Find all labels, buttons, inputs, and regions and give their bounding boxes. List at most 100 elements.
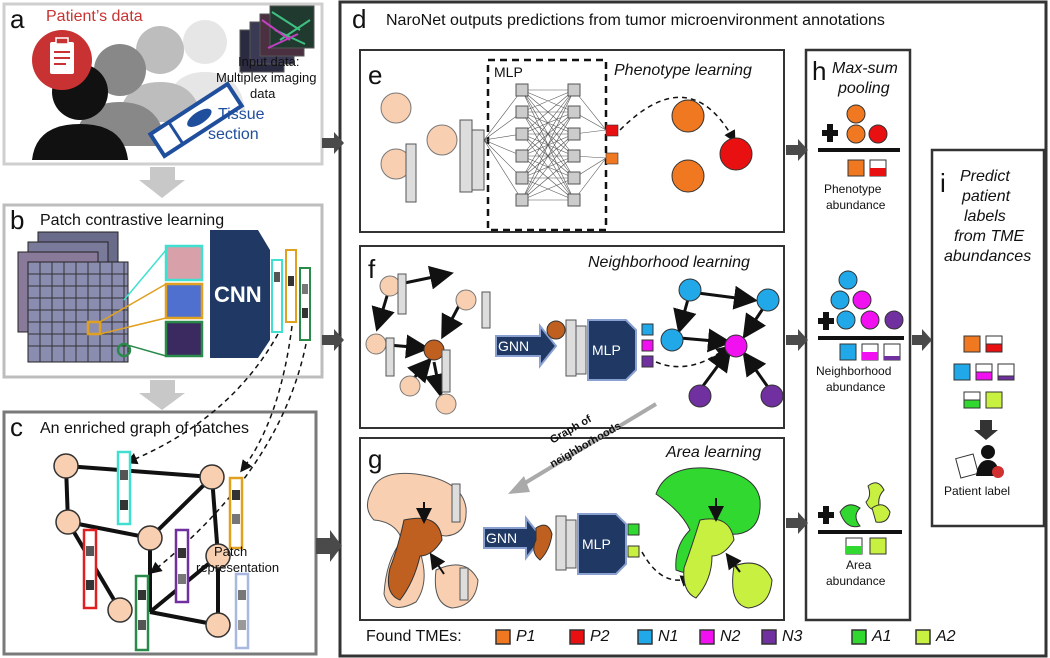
area-abundance-label-2: abundance [826, 574, 886, 588]
neighborhood-input-graph [365, 265, 491, 415]
gnn-block-f [495, 323, 558, 369]
phenotype-output-nodes [671, 99, 753, 193]
mlp-label-g: MLP [582, 536, 611, 552]
panel-h-title-2: pooling [838, 80, 890, 97]
dark-right-arrows [316, 132, 932, 562]
legend-item-a2: A2 [936, 628, 956, 645]
phenotype-feature-vectors [405, 119, 485, 203]
panel-letter-d: d [352, 4, 367, 34]
panel-i-title-4: from TME [954, 228, 1025, 245]
clipboard-icon [32, 30, 92, 90]
panel-letter-h: h [812, 56, 827, 86]
neighborhood-abundance-label-2: abundance [826, 380, 886, 394]
graph-of-neighborhoods-arrow [518, 402, 658, 488]
gnn-g-output-area [533, 524, 553, 561]
tissue-slide-icon [147, 81, 245, 159]
mlp-dashed-box [486, 58, 608, 232]
panel-b-border [2, 203, 324, 379]
representation-label: representation [196, 560, 280, 575]
section-label: section [208, 126, 259, 143]
panel-b-title: Patch contrastive learning [40, 212, 225, 229]
panel-f-title: Neighborhood learning [588, 254, 750, 271]
neighborhood-abundance-label-1: Neighborhood [816, 364, 892, 378]
mlp-g-outputs [627, 523, 640, 558]
gnn-label-f: GNN [498, 338, 530, 354]
neighborhood-output-graph [660, 278, 784, 408]
mlp-label-f: MLP [592, 342, 621, 358]
gnn-f-output-vector [565, 319, 587, 377]
panel-h-title-1: Max-sum [832, 60, 898, 77]
multiplex-imaging-label: Multiplex imaging [216, 70, 317, 85]
input-data-label: Input data: [238, 54, 300, 69]
patient-label-icon [955, 445, 1004, 479]
phenotype-input-nodes [380, 92, 458, 180]
area-output [655, 467, 773, 609]
phenotype-abundance-label-1: Phenotype [824, 182, 882, 196]
legend-item-n1: N1 [658, 628, 679, 645]
legend-item-a1: A1 [872, 628, 892, 645]
mlp-block-g [577, 513, 627, 575]
panel-e-border [359, 49, 785, 233]
legend-swatches [495, 629, 931, 645]
legend-label: Found TMEs: [366, 628, 462, 645]
phenotype-dashed-arrow [619, 96, 736, 143]
mlp-f-outputs [641, 323, 654, 368]
panel-i-title-5: abundances [944, 248, 1032, 265]
down-arrow-icon [974, 420, 998, 440]
legend-item-n3: N3 [782, 628, 803, 645]
patch-representation-vectors [82, 450, 250, 652]
phenotype-abundance-label-2: abundance [826, 198, 886, 212]
mlp-block-f [587, 319, 637, 381]
panel-i-title-2: patient [962, 188, 1011, 205]
panel-i-title-3: labels [964, 208, 1006, 225]
area-pooling [818, 482, 902, 555]
phenotype-pooling [818, 104, 900, 177]
panel-e-title: Phenotype learning [614, 62, 752, 79]
panel-letter-c: c [10, 412, 23, 442]
legend-item-p2: P2 [590, 628, 610, 645]
patient-label-text: Patient label [944, 484, 1011, 498]
panel-d-border [338, 0, 1048, 658]
patients-data-label: Patient’s data [46, 8, 143, 25]
panel-letter-a: a [10, 4, 25, 34]
panel-f-border [359, 245, 785, 429]
patient-silhouettes [32, 20, 245, 160]
cnn-label: CNN [214, 282, 262, 307]
panel-letter-f: f [368, 254, 376, 284]
panel-h-border [804, 48, 912, 622]
panel-letter-i: i [940, 168, 946, 198]
panel-d-title: NaroNet outputs predictions from tumor m… [386, 12, 885, 29]
data-label: data [250, 86, 276, 101]
panel-letter-g: g [368, 444, 383, 474]
panel-letter-b: b [10, 205, 25, 235]
legend-item-p1: P1 [516, 628, 536, 645]
panel-letter-e: e [368, 60, 383, 90]
patch-grid-stack [17, 231, 132, 363]
panel-c-border [2, 410, 318, 656]
gray-down-arrows [139, 167, 185, 410]
patch-label: Patch [214, 544, 248, 559]
multiplex-image-stack [239, 5, 315, 73]
patch-graph [53, 453, 231, 638]
gnn-f-output-node [546, 320, 566, 340]
tissue-label: Tissue [218, 106, 265, 123]
cnn-to-graph-dashed-arrows [125, 325, 307, 574]
neighborhood-pooling [818, 270, 904, 361]
cnn-output-vectors [271, 249, 311, 341]
panel-g-title: Area learning [666, 444, 762, 461]
cnn-block [210, 230, 270, 358]
neighborhood-dashed-arrow [655, 346, 729, 368]
area-abundance-label-1: Area [846, 558, 872, 572]
panel-a-border [2, 2, 324, 166]
augmented-patches [99, 244, 204, 358]
area-input [367, 472, 479, 609]
panel-g-border [359, 437, 785, 621]
gnn-label-g: GNN [486, 530, 518, 546]
gnn-g-output-vector [555, 515, 577, 571]
panel-i-border [930, 148, 1046, 528]
aggregated-abundances [953, 335, 1015, 409]
panel-i-title-1: Predict [960, 168, 1010, 185]
mlp-network [483, 83, 619, 207]
legend-item-n2: N2 [720, 628, 741, 645]
